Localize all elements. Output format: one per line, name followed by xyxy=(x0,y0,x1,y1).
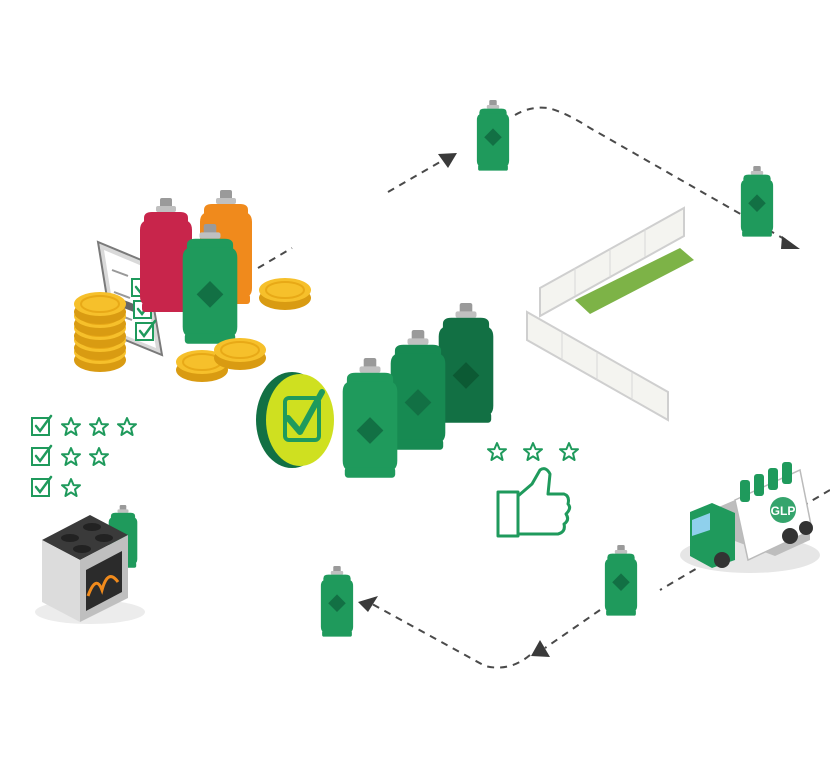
arrow-path-top-right xyxy=(514,106,787,241)
arrow-head-icon xyxy=(531,640,550,657)
cylinder-icon xyxy=(604,545,638,616)
delivery-truck-icon: GLP xyxy=(680,462,820,573)
satisfaction-rating xyxy=(487,442,579,538)
quality-check-badge xyxy=(256,372,334,468)
cylinder-icon xyxy=(342,358,398,478)
star-icon xyxy=(523,442,543,461)
star-icon xyxy=(487,442,507,461)
arrow-path-bottom xyxy=(544,609,601,649)
coin-icon xyxy=(258,277,312,311)
arrow-path-top-left xyxy=(387,161,441,193)
cylinder-group-center xyxy=(342,303,494,478)
purchase-group xyxy=(73,190,312,383)
arrow-head-icon xyxy=(438,153,457,168)
storage-fence xyxy=(526,206,694,422)
arrow-path-left-link xyxy=(257,247,293,269)
cylinder-icon xyxy=(740,166,774,237)
cylinder-icon xyxy=(390,330,446,450)
thumbs-up-icon xyxy=(496,467,572,538)
green-cylinder-icon xyxy=(182,224,238,344)
cylinder-icon xyxy=(438,303,494,423)
coin-icon xyxy=(213,337,267,371)
star-icon xyxy=(559,442,579,461)
rating-row-1 xyxy=(30,414,137,437)
cylinder-icon xyxy=(476,100,510,171)
grass-pad xyxy=(575,248,694,314)
arrow-heads xyxy=(358,153,800,657)
stove-icon xyxy=(35,505,145,624)
arrow-path-bottom-left xyxy=(371,603,531,669)
rating-row-3 xyxy=(30,475,81,498)
truck-logo-text: GLP xyxy=(771,504,796,518)
rating-row-2 xyxy=(30,444,109,467)
coin-stack-icon xyxy=(73,291,127,373)
cylinder-icon xyxy=(320,566,354,637)
arrow-head-icon xyxy=(358,596,378,612)
rating-list xyxy=(30,414,137,498)
arrow-head-icon xyxy=(781,236,800,249)
